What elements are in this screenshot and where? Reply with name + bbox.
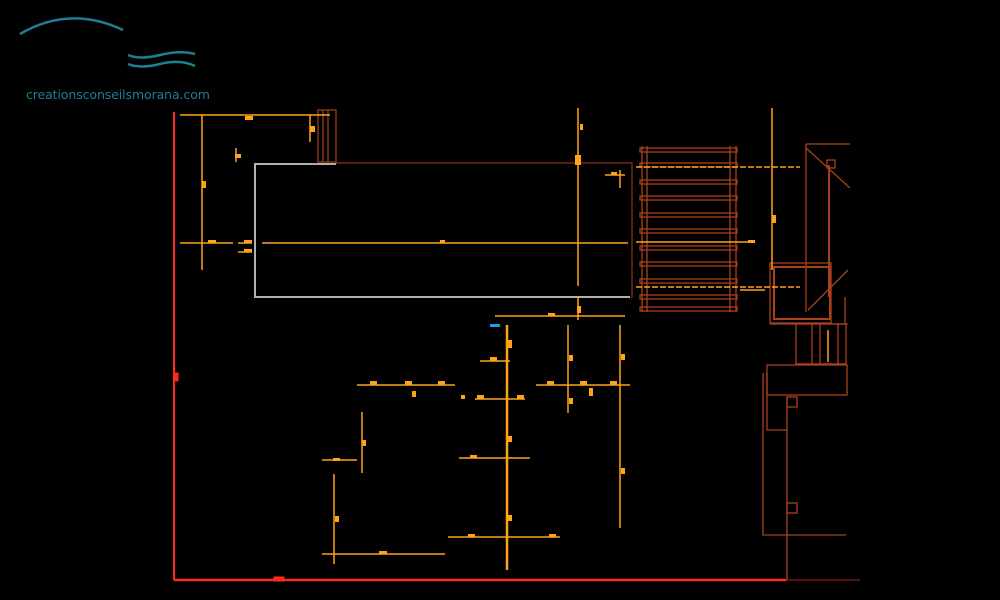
- dimension-lines: [180, 108, 829, 570]
- accent-marker: [490, 324, 500, 327]
- logo: creationsconseilsmorana.com: [0, 0, 220, 110]
- logo-text: creationsconseilsmorana.com: [26, 87, 210, 102]
- house-outline: [762, 143, 851, 580]
- pool-outline: [254, 162, 633, 298]
- chimney-structure: [317, 109, 337, 163]
- property-boundary: [173, 112, 860, 582]
- logo-waves-icon: [19, 17, 196, 68]
- deck-stairs: [639, 146, 738, 312]
